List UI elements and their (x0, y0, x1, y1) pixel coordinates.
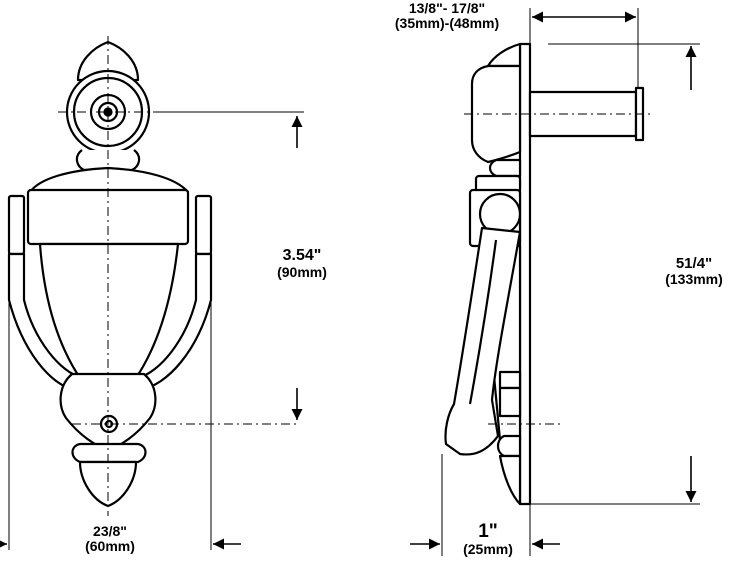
side-lower-block (498, 386, 522, 418)
projection-value: 1" (478, 521, 498, 542)
side-back-plate (518, 42, 532, 506)
side-upper-block (498, 370, 522, 390)
knocker-arm-inner (468, 239, 498, 405)
front-left-post (7, 194, 26, 256)
front-width-value: 23/8" (93, 523, 127, 539)
door-thickness-dimension (529, 8, 639, 88)
front-body (38, 242, 180, 380)
door-thickness-label: 13/8"- 17/8" (35mm)-(48mm) (374, 1, 520, 30)
front-height-value: 3.54" (282, 247, 322, 264)
side-height-metric: (133mm) (665, 270, 723, 287)
side-bottom-collar (496, 434, 522, 458)
knocker-arm (444, 226, 522, 456)
door-thickness-metric: (35mm)-(48mm) (394, 14, 500, 31)
front-width-metric: (60mm) (85, 537, 135, 554)
projection-dimension (410, 454, 560, 556)
side-bottom-dome (498, 454, 522, 506)
side-height-dimension (520, 43, 700, 505)
front-right-post (194, 194, 213, 256)
projection-label: 1" (25mm) (446, 522, 530, 557)
side-neck (488, 158, 522, 178)
front-centerlines (58, 36, 300, 516)
front-height-dimension (160, 111, 304, 420)
front-width-label: 23/8" (60mm) (72, 524, 148, 553)
side-centerlines (464, 113, 650, 425)
side-top-dome (486, 42, 522, 68)
front-bottom-collar (71, 442, 147, 464)
knocker-ring (7, 252, 213, 392)
front-crossbar (26, 188, 190, 246)
side-view (444, 42, 645, 506)
door-thickness-value: 13/8"- 17/8" (408, 0, 486, 16)
projection-metric: (25mm) (463, 540, 513, 557)
side-height-value: 51/4" (675, 255, 713, 272)
front-height-metric: (90mm) (277, 263, 327, 280)
front-shoulder (28, 166, 190, 194)
side-height-label: 51/4" (133mm) (652, 256, 736, 286)
front-width-dimension (0, 300, 241, 550)
front-height-label: 3.54" (90mm) (262, 247, 342, 280)
